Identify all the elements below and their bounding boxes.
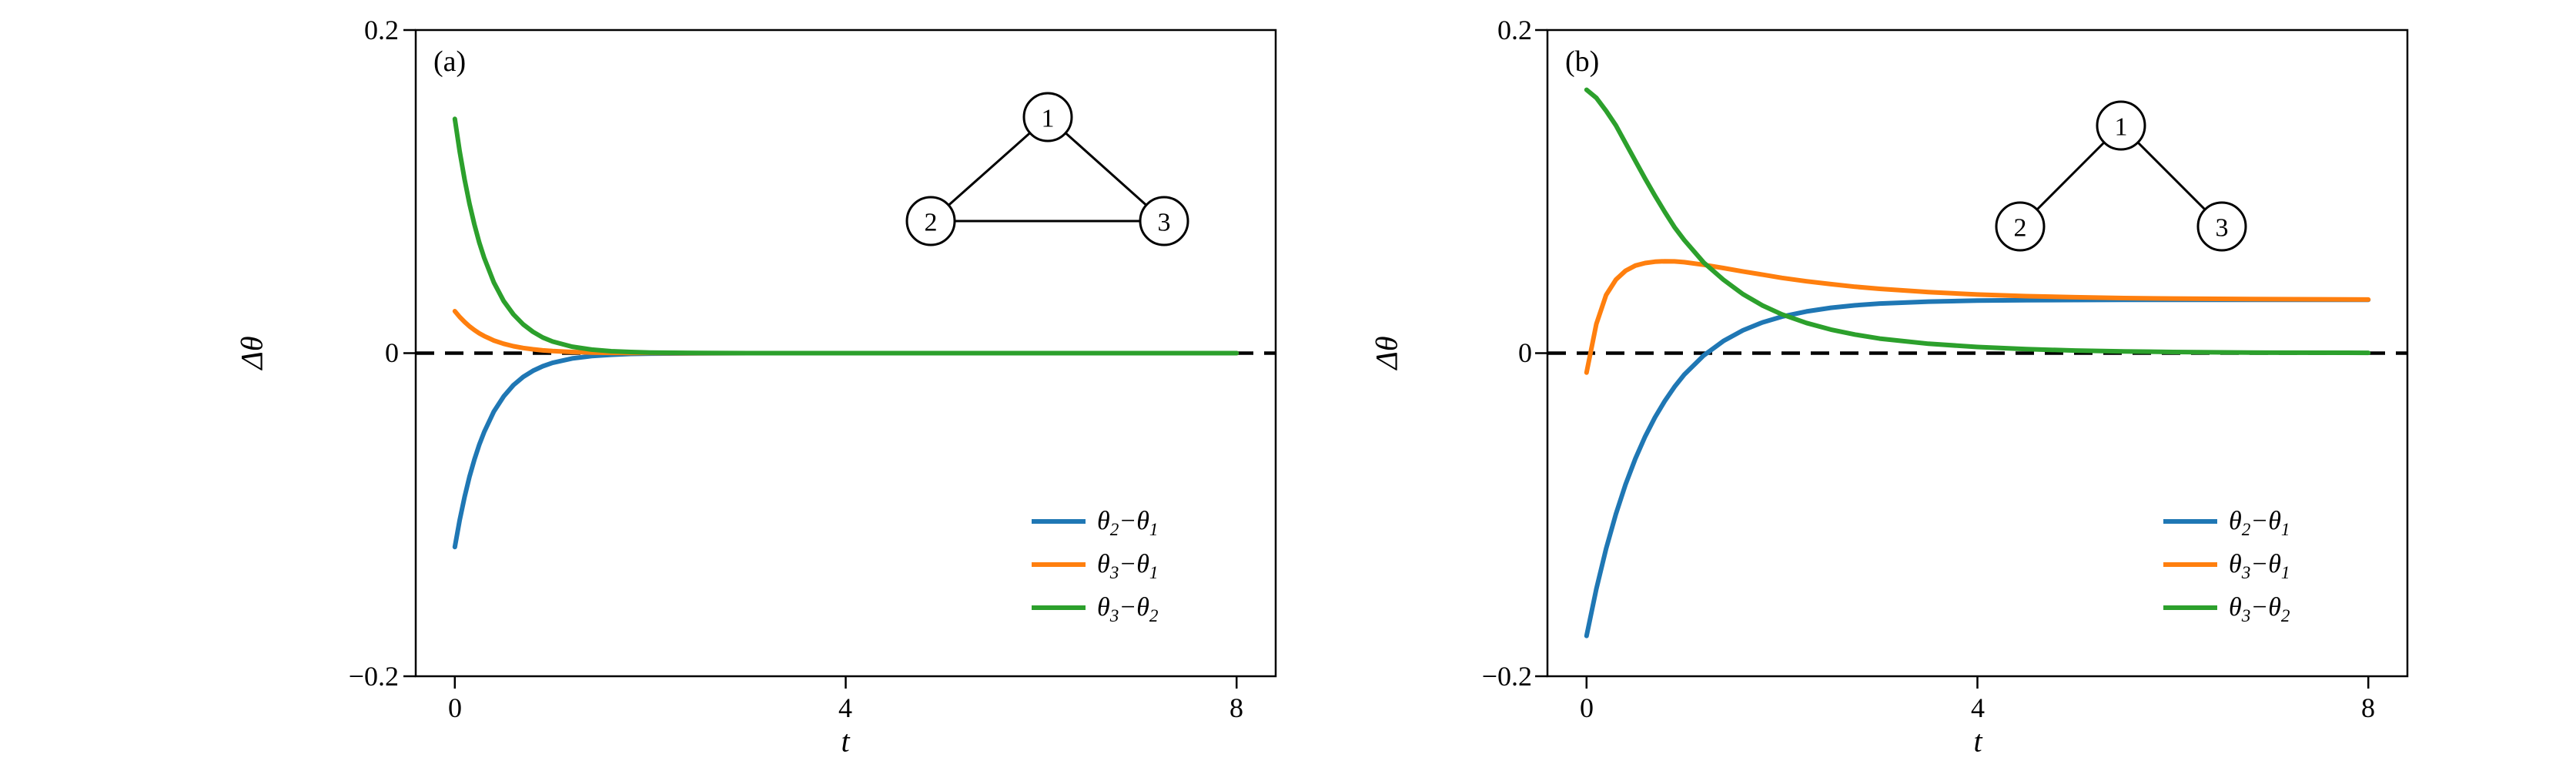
network-node (2196, 201, 2247, 252)
panel-label: (a) (433, 45, 467, 78)
network-node (1995, 201, 2046, 252)
network-node (1139, 196, 1189, 246)
x-tick-label: 8 (2361, 692, 2375, 723)
network-edge (930, 116, 1049, 223)
y-tick-label: 0 (385, 337, 399, 368)
legend-label: θ3−θ1 (1097, 550, 1159, 583)
legend-label: θ3−θ2 (1097, 593, 1159, 626)
series-line-theta3-theta1 (1584, 259, 2371, 375)
x-tick-label: 0 (1580, 692, 1594, 723)
network-node-label: 1 (2115, 113, 2128, 142)
legend-label: θ3−θ1 (2229, 550, 2290, 583)
y-tick-label: −0.2 (1481, 661, 1532, 692)
x-tick-label: 4 (838, 692, 852, 723)
x-axis-label: t (841, 723, 850, 759)
y-tick-label: 0 (1518, 337, 1532, 368)
legend-label: θ2−θ1 (1097, 507, 1159, 540)
x-tick-label: 0 (448, 692, 462, 723)
series-line-theta3-theta2 (1584, 87, 2371, 356)
network-edge (1047, 116, 1165, 223)
x-axis-label: t (1973, 723, 1982, 759)
panel-label: (b) (1565, 45, 1600, 78)
network-node-label: 3 (2216, 214, 2229, 243)
network-node (2096, 100, 2146, 151)
network-node-label: 2 (925, 209, 938, 237)
y-tick-label: 0.2 (364, 15, 399, 45)
x-tick-label: 4 (1971, 692, 1985, 723)
y-tick-label: 0.2 (1497, 15, 1532, 45)
legend-label: θ2−θ1 (2229, 507, 2290, 540)
network-node (905, 196, 956, 246)
series-line-theta2-theta1 (1584, 297, 2371, 639)
network-node (1022, 92, 1073, 142)
legend-label: θ3−θ2 (2229, 593, 2290, 626)
x-tick-label: 8 (1229, 692, 1243, 723)
y-tick-label: −0.2 (348, 661, 399, 692)
network-node-label: 2 (2014, 214, 2027, 243)
plot-area-b: 1 2 3 (1535, 28, 2409, 689)
plot-area-a: 1 2 3 (403, 28, 1277, 689)
network-node-label: 1 (1042, 105, 1055, 133)
network-node-label: 3 (1158, 209, 1171, 237)
series-line-theta3-theta2 (452, 116, 1239, 356)
